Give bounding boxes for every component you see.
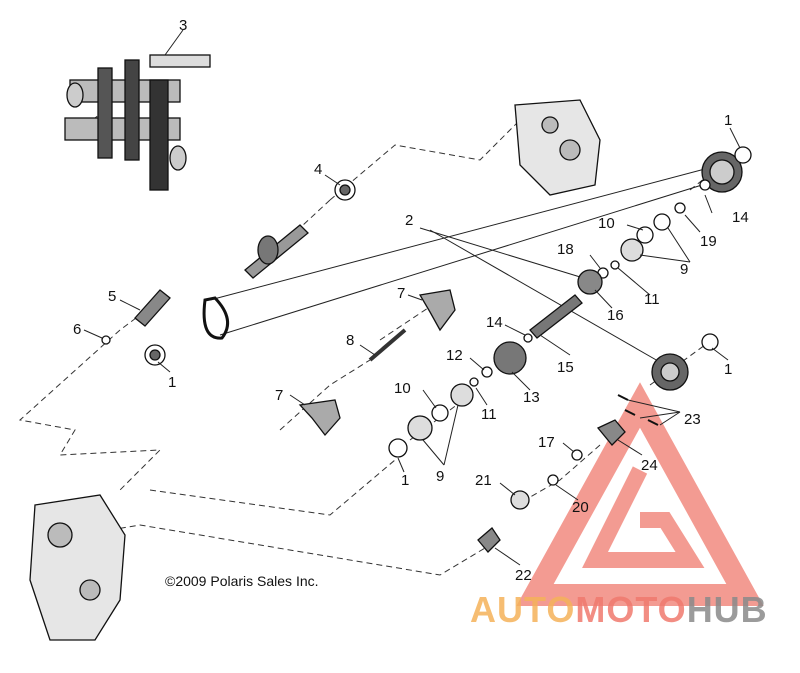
- callout-2: 2: [405, 212, 413, 229]
- callout-14-mid: 14: [486, 314, 503, 331]
- callout-1-top: 1: [724, 112, 732, 129]
- watermark-wordmark: AUTOMOTOHUB: [470, 589, 768, 630]
- part-22-switch: [477, 527, 501, 553]
- part-9-bearing-bottom: [450, 383, 474, 407]
- part-12-ring: [481, 366, 493, 378]
- callout-4: 4: [314, 161, 322, 178]
- housing-top: [514, 99, 601, 196]
- part-5-shift-drum: [134, 289, 171, 327]
- part-7-fork-lower: [298, 399, 341, 437]
- watermark-moto: MOTO: [575, 589, 686, 630]
- callout-8: 8: [346, 332, 354, 349]
- callout-18: 18: [557, 241, 574, 258]
- callout-3: 3: [179, 17, 187, 34]
- part-11-ring-top: [610, 260, 620, 270]
- part-23-screws: [617, 394, 659, 426]
- part-14-ring-top: [699, 179, 711, 191]
- part-9-bearing-top: [620, 238, 644, 262]
- part-7-fork-upper: [418, 289, 456, 332]
- part-3-gear-cluster: [64, 54, 211, 191]
- callout-6: 6: [73, 321, 81, 338]
- dashed-assembly-lines: [18, 109, 741, 576]
- callout-23: 23: [684, 411, 701, 428]
- callout-5: 5: [108, 288, 116, 305]
- chain-lines: [209, 164, 721, 366]
- part-19-ring: [674, 202, 686, 214]
- callout-9-top: 9: [680, 261, 688, 278]
- callout-24: 24: [641, 457, 658, 474]
- callout-15: 15: [557, 359, 574, 376]
- callout-12: 12: [446, 347, 463, 364]
- part-big-gear: [651, 353, 689, 391]
- part-11-ring-bottom: [469, 377, 479, 387]
- part-8-rod: [368, 328, 407, 362]
- part-gear-top-right: [701, 151, 743, 193]
- callout-10-top: 10: [598, 215, 615, 232]
- callout-16: 16: [607, 307, 624, 324]
- part-4-bearing: [334, 179, 356, 201]
- callout-leaders: [83, 29, 741, 566]
- callout-22: 22: [515, 567, 532, 584]
- callout-numbers: 3 4 5 6 1 1 2 14 19 10 9 18 11 16 14 15 …: [73, 17, 749, 584]
- callout-14-top: 14: [732, 209, 749, 226]
- callout-11-top: 11: [644, 291, 660, 308]
- part-20-ring: [547, 474, 559, 486]
- part-21-bearing: [510, 490, 530, 510]
- callout-21: 21: [475, 472, 492, 489]
- part-24-sensor: [596, 419, 626, 446]
- callout-17: 17: [538, 434, 555, 451]
- part-1-bearing-bottom: [388, 438, 408, 458]
- part-14-ring-mid: [523, 333, 533, 343]
- part-1-bearing-left: [144, 344, 166, 366]
- part-shaft-upper: [244, 224, 309, 279]
- watermark-auto: AUTO: [470, 589, 575, 630]
- watermark-hub: HUB: [687, 589, 768, 630]
- watermark-logo: [516, 382, 764, 606]
- part-10-ring-bottom: [431, 404, 449, 422]
- copyright-text: ©2009 Polaris Sales Inc.: [165, 573, 319, 589]
- callout-13: 13: [523, 389, 540, 406]
- callout-10-bottom: 10: [394, 380, 411, 397]
- housing-bottom: [29, 494, 126, 641]
- part-1-bearing-right: [701, 333, 719, 351]
- callout-11-bottom: 11: [481, 406, 497, 423]
- callout-20: 20: [572, 499, 589, 516]
- callout-1-right: 1: [724, 361, 732, 378]
- part-13-gear: [493, 341, 527, 375]
- callout-1-bottom: 1: [401, 472, 409, 489]
- callout-9-bottom: 9: [436, 468, 444, 485]
- part-17-ring: [571, 449, 583, 461]
- part-15-shaft: [529, 294, 583, 339]
- callout-19: 19: [700, 233, 717, 250]
- callout-1-left: 1: [168, 374, 176, 391]
- part-6-washer: [101, 335, 111, 345]
- part-1-bearing-top: [734, 146, 752, 164]
- part-9-bearing-lower: [407, 415, 433, 441]
- callout-7-bottom: 7: [275, 387, 283, 404]
- part-bearing-mid: [653, 213, 671, 231]
- part-chain: [202, 296, 230, 340]
- part-10-ring-top: [636, 226, 654, 244]
- part-16-gear: [577, 269, 603, 295]
- callout-7-top: 7: [397, 285, 405, 302]
- svg-text:AUTOMOTOHUB: AUTOMOTOHUB: [470, 589, 768, 630]
